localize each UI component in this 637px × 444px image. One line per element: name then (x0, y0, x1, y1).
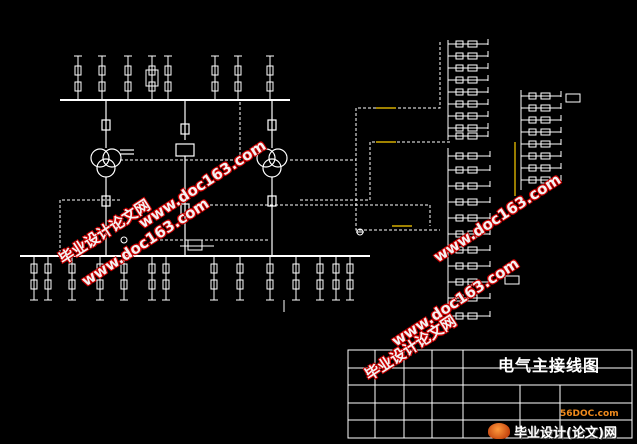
lower-feeder (266, 256, 274, 301)
panel-branch (521, 115, 562, 124)
panel-branch (521, 127, 562, 136)
lower-feeder (292, 256, 300, 301)
panel-branch (448, 213, 491, 222)
upper-feeder (211, 55, 219, 100)
panel-branch (448, 39, 489, 48)
lower-feeder (44, 256, 52, 301)
panel-branch (448, 293, 491, 302)
lower-feeder (120, 256, 128, 301)
lower-feeder (316, 256, 324, 301)
transformers (90, 100, 288, 256)
lower-feeder (30, 256, 38, 301)
panel-branch (448, 245, 491, 254)
panel-branch (521, 139, 562, 148)
transformer-1 (90, 100, 134, 256)
lower-feeder (210, 256, 218, 301)
footer-logo-text: 毕业设计(论文)网 (514, 425, 617, 441)
upper-feeder (98, 55, 106, 100)
transformer-2 (256, 100, 288, 256)
panel-meter (565, 93, 581, 103)
busbars (20, 99, 370, 257)
title-block (347, 349, 633, 439)
panel-branch (448, 261, 491, 270)
footer-site-url: 56DOC.com (560, 409, 619, 419)
panel-branch (448, 277, 491, 286)
panel-branch (448, 111, 489, 120)
panel-branch (521, 175, 562, 184)
upper-feeder (148, 55, 156, 100)
lower-feeders (30, 256, 354, 312)
footer-logo: 毕业设计(论文)网 (488, 420, 634, 442)
transformer-3 (175, 100, 195, 256)
panel-branch (521, 91, 562, 100)
panel-branch (448, 75, 489, 84)
upper-feeder (124, 55, 132, 100)
lower-feeder (236, 256, 244, 301)
drawing-title: 电气主接线图 (498, 356, 601, 375)
panel-branch (521, 103, 562, 112)
panel-branch (448, 87, 489, 96)
panel-branch (448, 63, 489, 72)
panel-branch (448, 181, 491, 190)
panel-branch (521, 163, 562, 172)
tie-breaker (120, 228, 364, 251)
panel-branches (448, 39, 581, 320)
upper-feeder (266, 55, 274, 100)
yellow-links (376, 107, 516, 227)
logo-icon (488, 423, 510, 439)
upper-feeder (234, 55, 242, 100)
panel-branch (448, 151, 491, 160)
panel-branch (448, 123, 489, 132)
upper-cabinet (145, 69, 159, 87)
panel-meter (504, 275, 520, 285)
panel-branch (448, 229, 491, 238)
lower-feeder (68, 256, 76, 301)
panel-branch (448, 51, 489, 60)
panel-branch (448, 99, 489, 108)
lower-feeder (162, 256, 170, 301)
lower-feeder (148, 256, 156, 301)
upper-feeders (74, 55, 274, 100)
panel-branch (521, 151, 562, 160)
lower-feeder (346, 256, 354, 301)
upper-feeder (164, 55, 172, 100)
panel-branch (448, 197, 491, 206)
lower-feeder (96, 256, 104, 301)
lower-feeder (332, 256, 340, 301)
interconnect-links (59, 40, 450, 256)
panel-branch (448, 311, 491, 320)
upper-feeder (74, 55, 82, 100)
right-distribution-panels (447, 39, 581, 330)
panel-branch (448, 131, 489, 140)
panel-branch (448, 165, 491, 174)
